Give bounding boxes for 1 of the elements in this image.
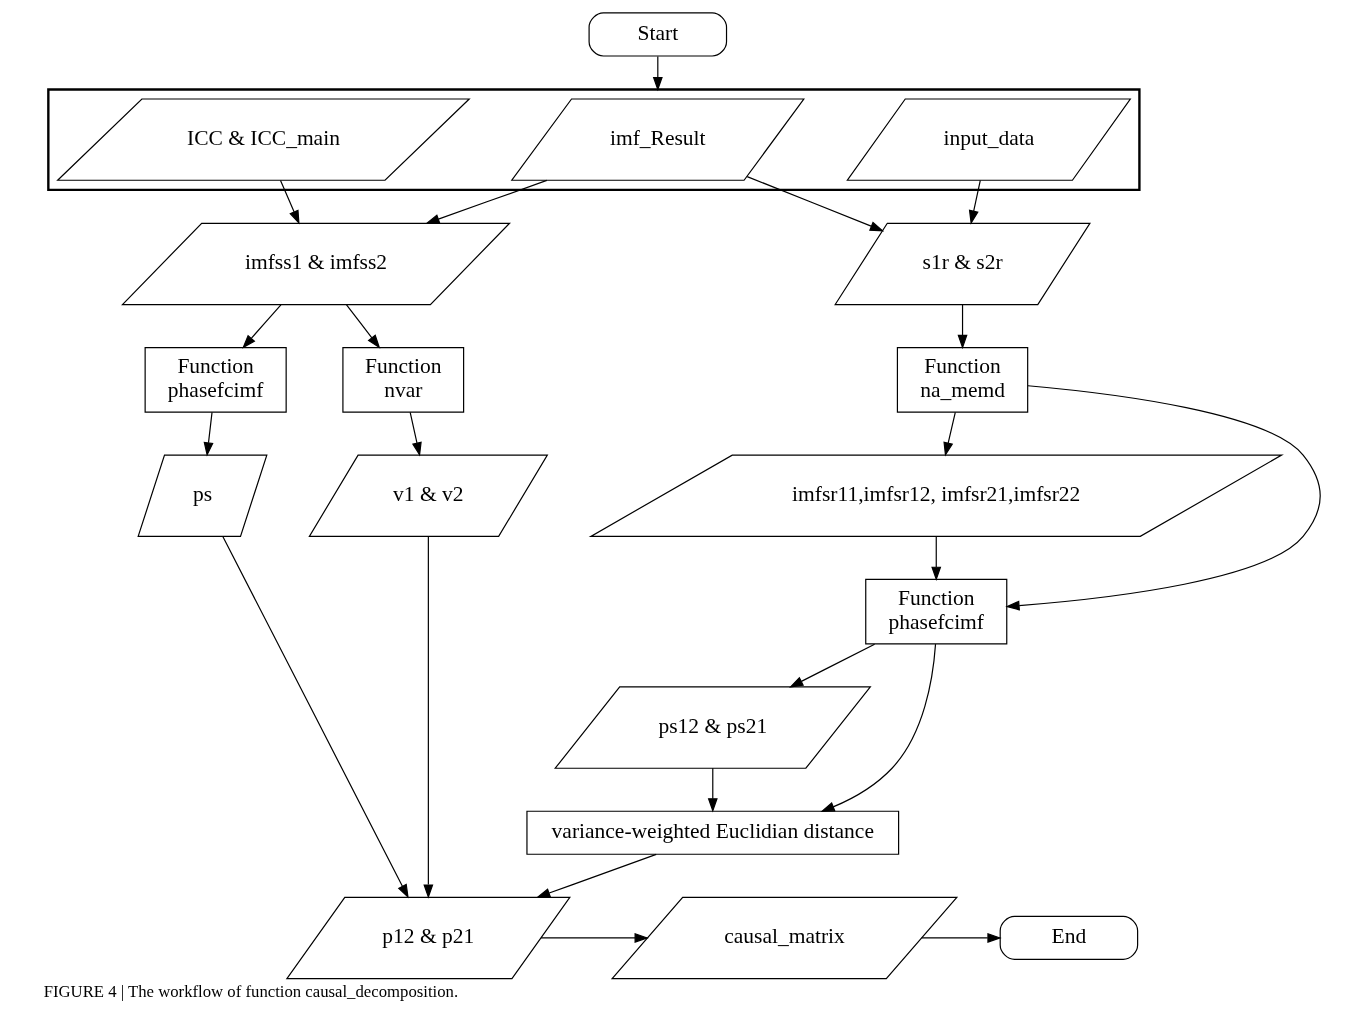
caption: FIGURE 4 | The workflow of function causal_decomposition. (43, 981, 458, 1001)
